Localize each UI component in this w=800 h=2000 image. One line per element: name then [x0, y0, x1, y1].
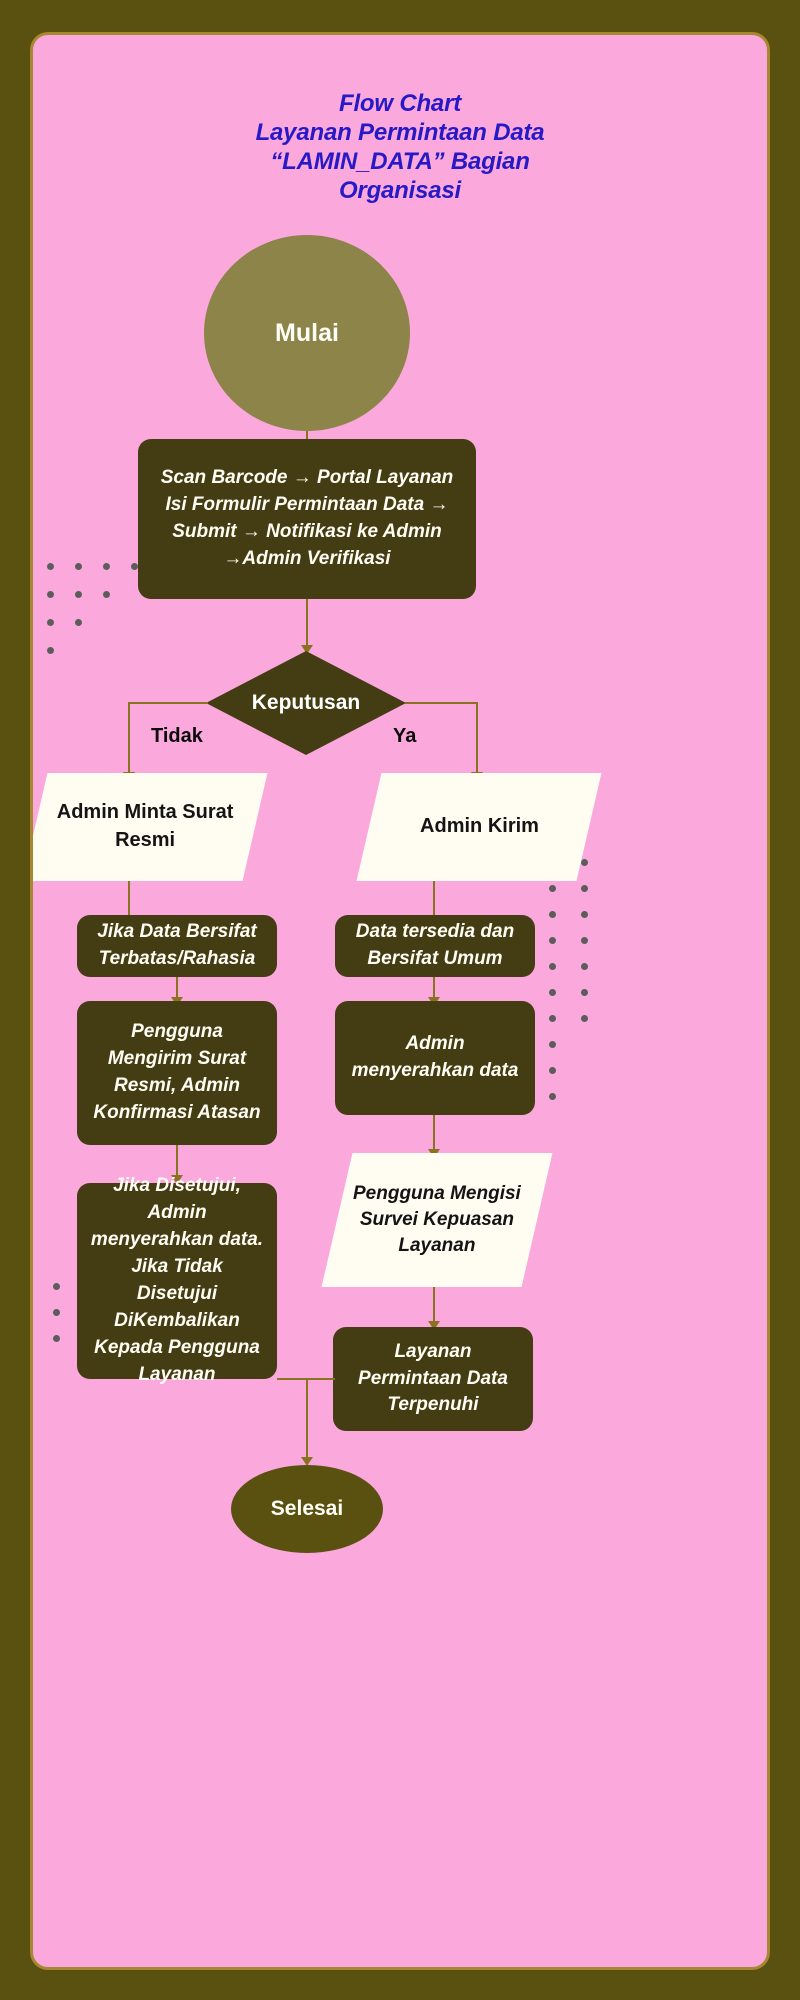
- decorative-dots-left-lower: [33, 1283, 65, 1363]
- edge-label-tidak: Tidak: [151, 725, 203, 747]
- io-survei-kepuasan-label: Pengguna Mengisi Survei Kepuasan Layanan: [353, 1182, 521, 1257]
- title-line-4: Organisasi: [338, 177, 462, 204]
- node-process-scan-barcode[interactable]: Scan Barcode → Portal Layanan Isi Formul…: [138, 439, 476, 599]
- process-jika-data-label: Jika Data Bersifat Terbatas/Rahasia: [97, 921, 257, 969]
- connector-pengguna-mengirim-to-jika-disetujui: [176, 1145, 178, 1179]
- node-io-admin-minta-surat-resmi[interactable]: Admin Minta Surat Resmi: [33, 773, 268, 881]
- process1-line-3: Submit → Notifikasi ke Admin: [172, 521, 442, 542]
- node-process-pengguna-mengirim-surat[interactable]: Pengguna Mengirim Surat Resmi, Admin Kon…: [77, 1001, 277, 1145]
- node-end-label: Selesai: [270, 1497, 344, 1520]
- node-start-mulai[interactable]: Mulai: [204, 235, 410, 431]
- connector-decision-to-ya-horizontal: [405, 702, 478, 704]
- process-admin-menyerahkan-label: Admin menyerahkan data: [351, 1033, 519, 1081]
- connector-data-tersedia-to-admin-menyerahkan: [433, 977, 435, 1001]
- arrowhead-pengguna-mengirim-to-jika-disetujui: [171, 1175, 183, 1184]
- process1-line-1: Scan Barcode → Portal Layanan: [160, 467, 454, 489]
- node-decision-keputusan[interactable]: Keputusan: [206, 651, 406, 755]
- arrowhead-process1-to-decision: [301, 645, 313, 654]
- decorative-dots-left-upper: [33, 563, 139, 673]
- node-end-selesai[interactable]: Selesai: [231, 1465, 383, 1553]
- node-process-data-tersedia[interactable]: Data tersedia dan Bersifat Umum: [335, 915, 535, 977]
- process1-line-4: →Admin Verifikasi: [223, 547, 391, 569]
- title-line-1: Flow Chart: [339, 90, 461, 117]
- process-data-tersedia-label: Data tersedia dan Bersifat Umum: [355, 921, 515, 969]
- io-admin-minta-label: Admin Minta Surat Resmi: [56, 801, 234, 851]
- connector-kirim-to-data-tersedia: [433, 881, 435, 919]
- arrowhead-survei-to-layanan-terpenuhi: [428, 1321, 440, 1330]
- process1-line-2: Isi Formulir Permintaan Data →: [165, 494, 449, 516]
- node-io-survei-kepuasan[interactable]: Pengguna Mengisi Survei Kepuasan Layanan: [321, 1153, 553, 1287]
- page-title: Flow Chart Layanan Permintaan Data “LAMI…: [33, 89, 767, 205]
- decision-label: Keputusan: [251, 691, 361, 714]
- connector-admin-menyerahkan-to-survei: [433, 1115, 435, 1153]
- node-process-admin-menyerahkan-data[interactable]: Admin menyerahkan data: [335, 1001, 535, 1115]
- connector-decision-to-ya-vertical: [476, 702, 478, 776]
- node-process-jika-disetujui[interactable]: Jika Disetujui, Admin menyerahkan data. …: [77, 1175, 277, 1385]
- connector-survei-to-layanan-terpenuhi: [433, 1287, 435, 1325]
- decorative-dots-right: [549, 859, 609, 1109]
- connector-process1-to-decision: [306, 599, 308, 649]
- edge-label-ya: Ya: [393, 725, 417, 747]
- process-layanan-terpenuhi-label: Layanan Permintaan Data Terpenuhi: [358, 1340, 508, 1416]
- title-line-2: Layanan Permintaan Data: [255, 119, 545, 146]
- connector-minta-to-jika-data: [128, 881, 130, 919]
- io-admin-kirim-label: Admin Kirim: [419, 815, 539, 838]
- connector-merge-to-end-vertical: [306, 1378, 308, 1461]
- connector-decision-to-tidak-vertical: [128, 702, 130, 776]
- flowchart-panel: Flow Chart Layanan Permintaan Data “LAMI…: [30, 32, 770, 1970]
- node-start-label: Mulai: [275, 318, 339, 347]
- node-io-admin-kirim[interactable]: Admin Kirim: [356, 773, 602, 881]
- process-jika-disetujui-label: Jika Disetujui, Admin menyerahkan data. …: [90, 1175, 264, 1385]
- title-line-3: “LAMIN_DATA” Bagian: [270, 148, 530, 175]
- node-process-jika-data-bersifat[interactable]: Jika Data Bersifat Terbatas/Rahasia: [77, 915, 277, 977]
- connector-jika-data-to-pengguna-mengirim: [176, 977, 178, 1001]
- node-process-layanan-terpenuhi[interactable]: Layanan Permintaan Data Terpenuhi: [333, 1327, 533, 1431]
- connector-decision-to-tidak-horizontal: [128, 702, 208, 704]
- arrowhead-merge-to-end: [301, 1457, 313, 1466]
- process-pengguna-mengirim-label: Pengguna Mengirim Surat Resmi, Admin Kon…: [93, 1021, 261, 1123]
